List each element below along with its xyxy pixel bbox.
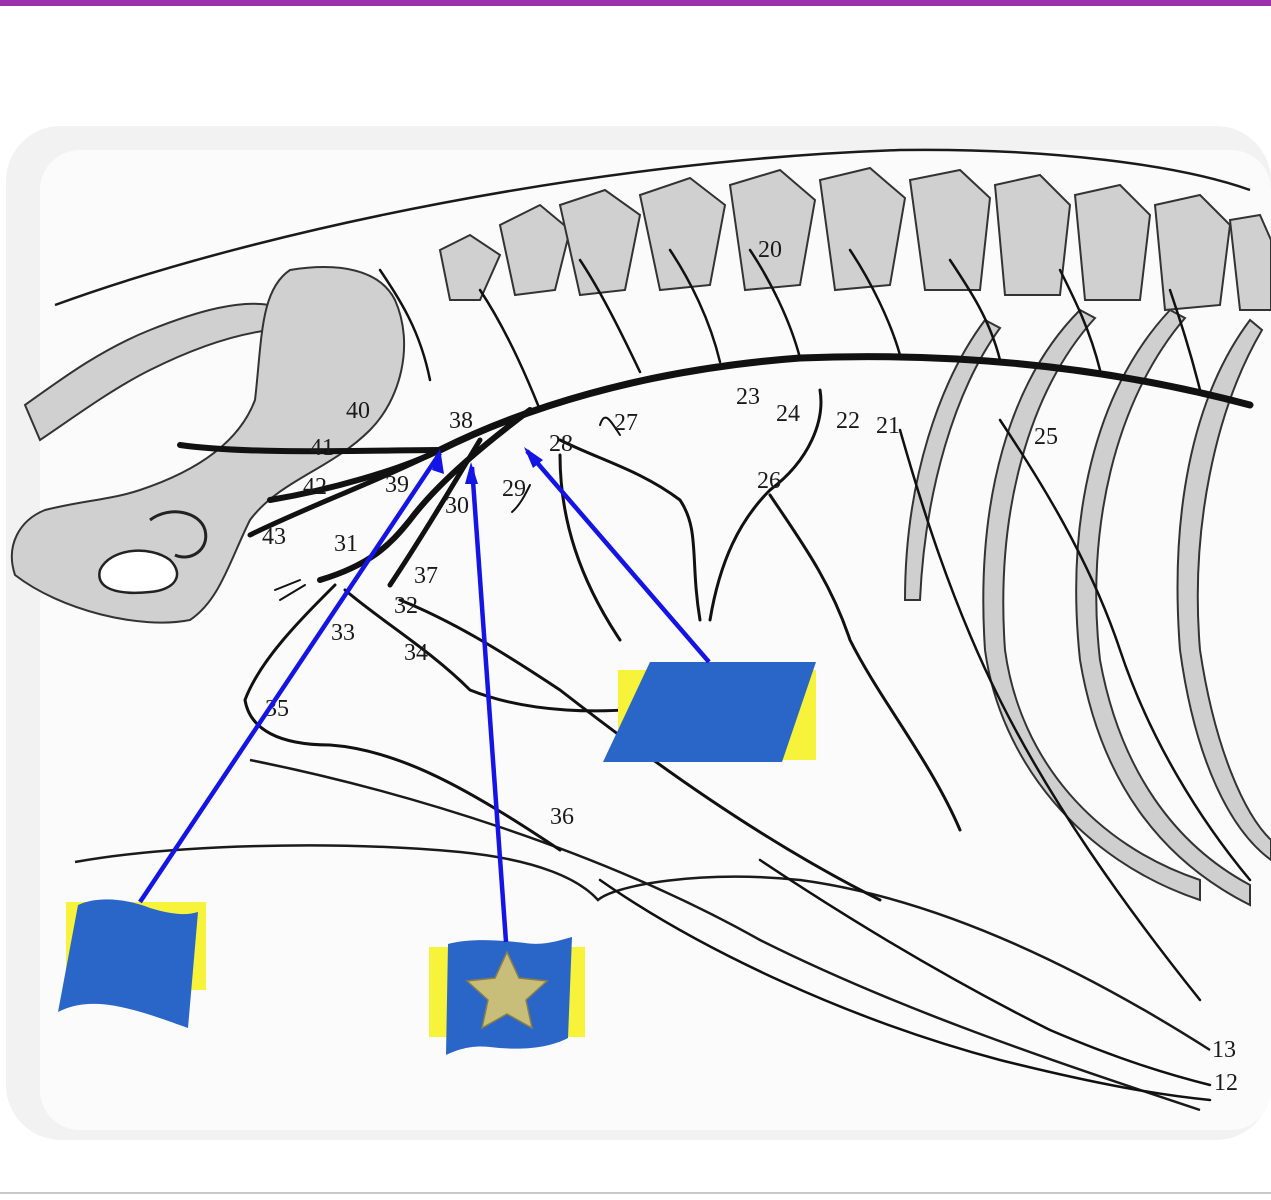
label-31: 31	[334, 531, 358, 557]
label-41: 41	[310, 435, 334, 461]
label-24: 24	[776, 401, 800, 427]
label-32: 32	[394, 593, 418, 619]
label-21: 21	[876, 413, 900, 439]
label-39: 39	[385, 472, 409, 498]
label-33: 33	[331, 620, 355, 646]
label-42: 42	[303, 474, 327, 500]
label-29: 29	[502, 476, 526, 502]
label-22: 22	[836, 408, 860, 434]
label-26: 26	[757, 468, 781, 494]
label-37: 37	[414, 563, 438, 589]
obturator-foramen	[99, 551, 177, 593]
answer-box-right[interactable]	[603, 662, 816, 762]
label-40: 40	[346, 398, 370, 424]
answer-box-middle[interactable]	[429, 937, 585, 1055]
label-13: 13	[1212, 1037, 1236, 1063]
label-23: 23	[736, 384, 760, 410]
label-34: 34	[404, 640, 428, 666]
label-30: 30	[445, 493, 469, 519]
label-27: 27	[614, 410, 638, 436]
label-12: 12	[1214, 1070, 1238, 1096]
label-43: 43	[262, 524, 286, 550]
label-38: 38	[449, 408, 473, 434]
label-36: 36	[550, 804, 574, 830]
label-20: 20	[758, 237, 782, 263]
label-25: 25	[1034, 424, 1058, 450]
label-28: 28	[549, 431, 573, 457]
